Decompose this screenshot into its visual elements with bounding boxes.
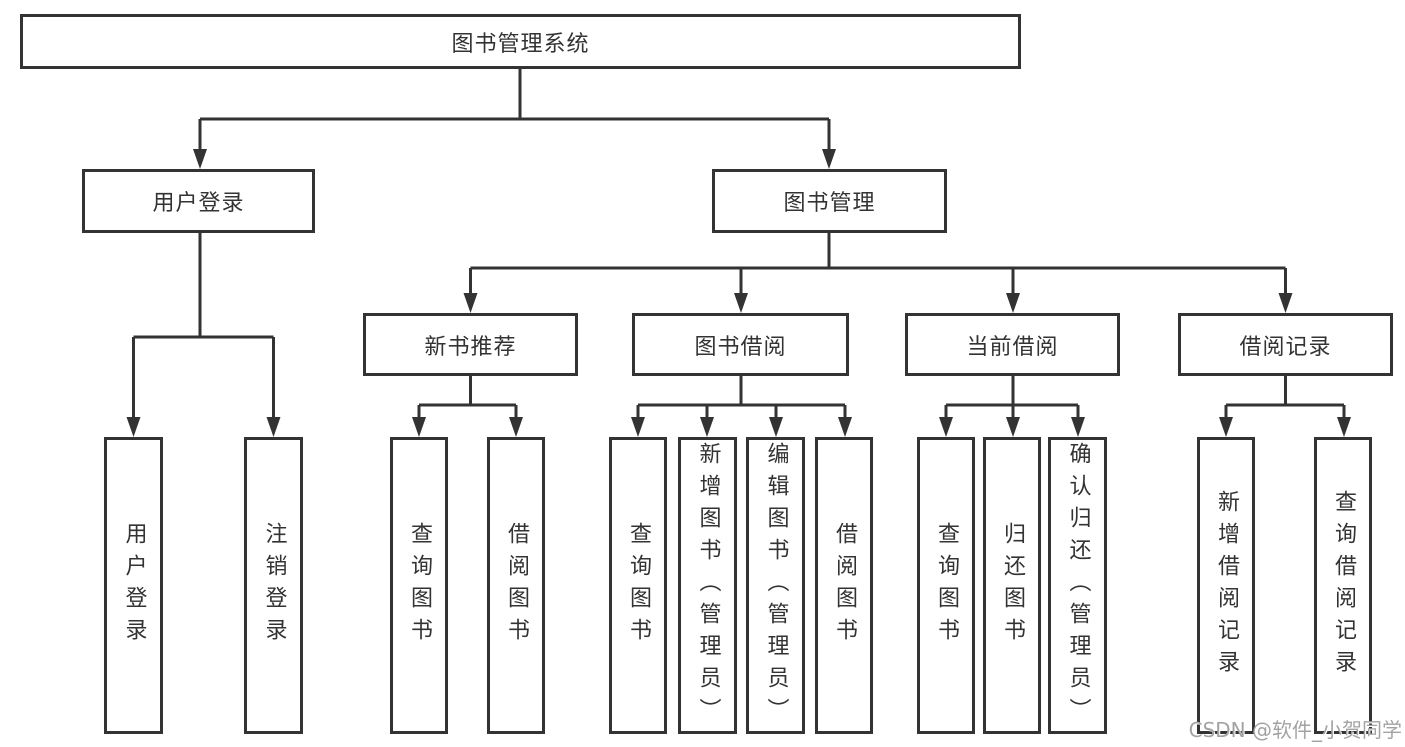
node-label: 图书管理系统 [451, 31, 590, 57]
node-label: 借阅记录 [1239, 334, 1332, 360]
node-label: 新书推荐 [424, 334, 517, 360]
leaf-logout: 注销登录 [244, 437, 303, 734]
node-label: 图书借阅 [694, 334, 787, 360]
node-library-management-system: 图书管理系统 [20, 14, 1021, 69]
node-label: 新增借阅记录 [1214, 489, 1239, 682]
node-label: 查询借阅记录 [1331, 489, 1356, 682]
node-label: 借阅图书 [832, 521, 857, 650]
node-label: 新增图书（管理员） [695, 441, 721, 730]
node-label: 当前借阅 [966, 334, 1059, 360]
node-label: 用户登录 [152, 191, 245, 216]
leaf-borrow-books-2: 借阅图书 [815, 437, 873, 734]
leaf-query-books-2: 查询图书 [609, 437, 667, 734]
leaf-add-borrow-record: 新增借阅记录 [1197, 437, 1255, 734]
leaf-borrow-books-1: 借阅图书 [487, 437, 545, 734]
node-label: 查询图书 [407, 521, 432, 650]
node-borrowing-records: 借阅记录 [1178, 313, 1393, 376]
node-label: 查询图书 [626, 521, 651, 650]
node-new-book-recommendation: 新书推荐 [363, 313, 578, 376]
leaf-query-books-3: 查询图书 [917, 437, 975, 734]
csdn-watermark: CSDN @软件_小贺同学 [1188, 718, 1402, 742]
node-book-management-branch: 图书管理 [712, 169, 947, 233]
leaf-return-books: 归还图书 [983, 437, 1041, 734]
leaf-add-books-admin: 新增图书（管理员） [678, 437, 737, 734]
node-book-borrowing: 图书借阅 [632, 313, 849, 376]
node-user-login-branch: 用户登录 [82, 169, 315, 233]
leaf-confirm-return-admin: 确认归还（管理员） [1048, 437, 1107, 734]
node-label: 确认归还（管理员） [1065, 441, 1091, 730]
leaf-user-login: 用户登录 [104, 437, 163, 734]
leaf-edit-books-admin: 编辑图书（管理员） [746, 437, 805, 734]
node-label: 借阅图书 [504, 521, 529, 650]
node-label: 图书管理 [783, 191, 876, 216]
node-current-borrowing: 当前借阅 [905, 313, 1120, 376]
leaf-query-borrow-record: 查询借阅记录 [1314, 437, 1372, 734]
leaf-query-books-1: 查询图书 [390, 437, 448, 734]
node-label: 用户登录 [121, 521, 147, 650]
node-label: 查询图书 [934, 521, 959, 650]
node-label: 注销登录 [261, 521, 287, 650]
node-label: 归还图书 [1000, 521, 1025, 650]
node-label: 编辑图书（管理员） [763, 441, 789, 730]
